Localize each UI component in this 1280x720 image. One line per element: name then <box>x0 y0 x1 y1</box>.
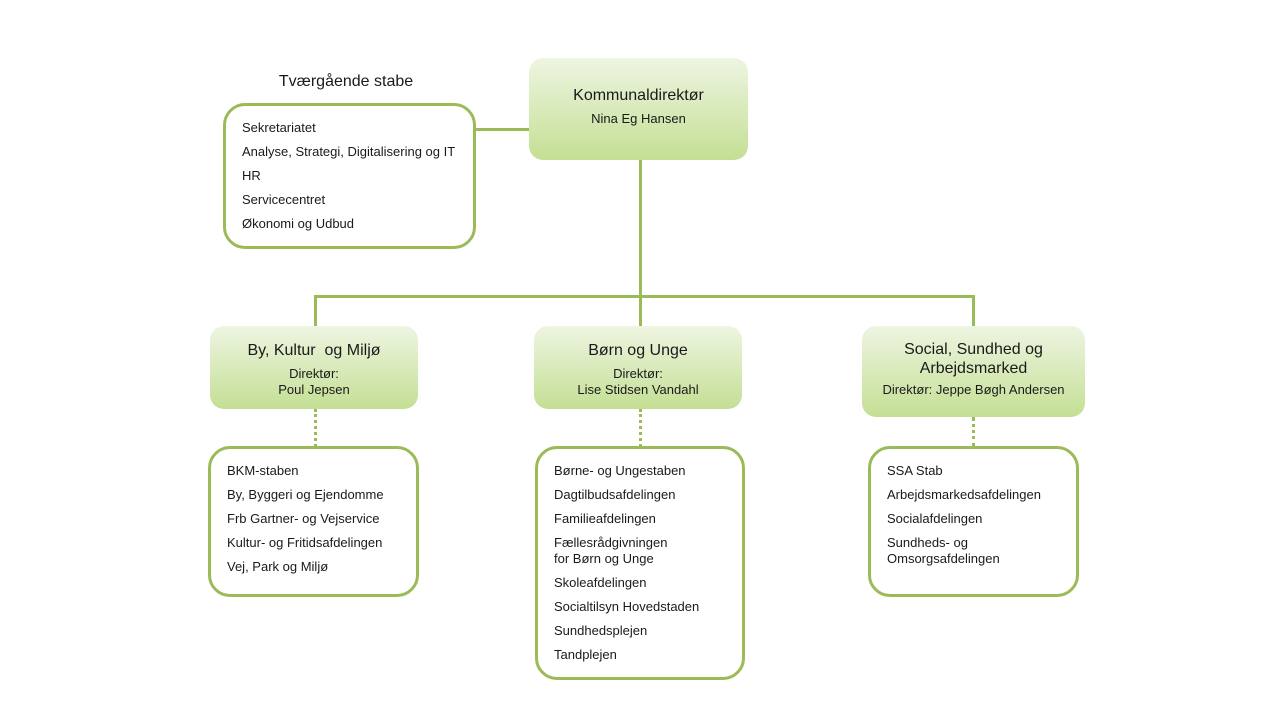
staff-connector <box>474 128 530 131</box>
unit-item: Børne- og Ungestaben <box>554 463 686 478</box>
unit-item: Skoleafdelingen <box>554 575 647 590</box>
staff-title: Tværgående stabe <box>278 73 414 90</box>
dept-left-dotted-connector <box>314 409 317 447</box>
dept-box-by-kultur-miljo: By, Kultur og Miljø Direktør: Poul Jepse… <box>210 326 418 409</box>
units-list: BKM-staben By, Byggeri og Ejendomme Frb … <box>227 463 416 575</box>
unit-item: Frb Gartner- og Vejservice <box>227 511 380 526</box>
dept-box-social-sundhed-arbejdsmarked: Social, Sundhed og Arbejdsmarked Direktø… <box>862 326 1085 417</box>
unit-item: Vej, Park og Miljø <box>227 559 329 574</box>
unit-item: Dagtilbudsafdelingen <box>554 487 676 502</box>
dept-title: By, Kultur og Miljø <box>247 342 381 359</box>
ceo-trunk-line <box>639 158 642 297</box>
dept-box-born-unge: Børn og Unge Direktør: Lise Stidsen Vand… <box>534 326 742 409</box>
ceo-name: Nina Eg Hansen <box>591 111 686 126</box>
units-box-by-kultur-miljo: BKM-staben By, Byggeri og Ejendomme Frb … <box>208 446 419 597</box>
ceo-title: Kommunaldirektør <box>573 87 704 104</box>
unit-item: Sundhedsplejen <box>554 623 648 638</box>
horizontal-branch-line <box>314 295 975 298</box>
dept-middle-dotted-connector <box>639 409 642 447</box>
units-box-born-unge: Børne- og Ungestaben Dagtilbudsafdelinge… <box>535 446 745 680</box>
dept-director: Direktør: Jeppe Bøgh Andersen <box>882 382 1065 397</box>
unit-item: SSA Stab <box>887 463 943 478</box>
branch-left-drop <box>314 295 317 327</box>
unit-item: Arbejdsmarkedsafdelingen <box>887 487 1041 502</box>
staff-item: Servicecentret <box>242 192 326 207</box>
dept-director: Direktør: Poul Jepsen <box>278 366 350 397</box>
units-list: SSA Stab Arbejdsmarkedsafdelingen Social… <box>887 463 1076 567</box>
staff-item: Analyse, Strategi, Digitalisering og IT <box>242 144 456 159</box>
unit-item: Sundheds- og Omsorgsafdelingen <box>887 535 1000 566</box>
dept-title: Social, Sundhed og Arbejdsmarked <box>904 341 1043 377</box>
staff-item: Økonomi og Udbud <box>242 216 355 231</box>
unit-item: Familieafdelingen <box>554 511 656 526</box>
units-list: Børne- og Ungestaben Dagtilbudsafdelinge… <box>554 463 742 663</box>
unit-item: Tandplejen <box>554 647 617 662</box>
branch-middle-drop <box>639 295 642 327</box>
staff-box: Sekretariatet Analyse, Strategi, Digital… <box>223 103 476 249</box>
unit-item: Socialtilsyn Hovedstaden <box>554 599 700 614</box>
unit-item: By, Byggeri og Ejendomme <box>227 487 384 502</box>
units-box-social-sundhed-arbejdsmarked: SSA Stab Arbejdsmarkedsafdelingen Social… <box>868 446 1079 597</box>
unit-item: Fællesrådgivningen for Børn og Unge <box>554 535 668 566</box>
dept-right-dotted-connector <box>972 417 975 447</box>
staff-item: HR <box>242 168 261 183</box>
dept-title: Børn og Unge <box>588 342 688 359</box>
staff-list: Sekretariatet Analyse, Strategi, Digital… <box>242 120 473 232</box>
unit-item: BKM-staben <box>227 463 299 478</box>
staff-item: Sekretariatet <box>242 120 316 135</box>
unit-item: Kultur- og Fritidsafdelingen <box>227 535 383 550</box>
ceo-box: Kommunaldirektør Nina Eg Hansen <box>529 58 748 160</box>
dept-director: Direktør: Lise Stidsen Vandahl <box>577 366 699 397</box>
unit-item: Socialafdelingen <box>887 511 983 526</box>
branch-right-drop <box>972 295 975 327</box>
